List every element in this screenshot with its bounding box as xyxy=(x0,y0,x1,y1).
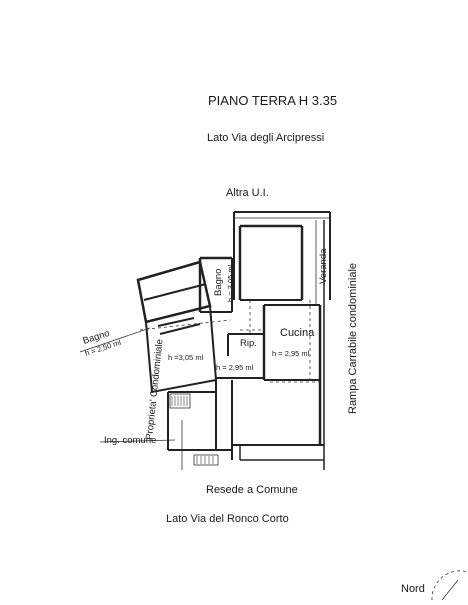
leader-lines xyxy=(79,327,176,443)
side-top-label: Lato Via degli Arcipressi xyxy=(207,132,324,144)
entrance-steps xyxy=(181,420,219,470)
building-outline xyxy=(136,211,331,470)
side-bottom-label: Lato Via del Ronco Corto xyxy=(166,513,289,525)
nord-label: Nord xyxy=(401,583,425,595)
stairs-hatch xyxy=(169,393,191,409)
veranda-label: Veranda xyxy=(318,248,329,284)
room-height-295: h = 2,95 ml xyxy=(216,363,254,372)
north-indicator: Nord xyxy=(401,570,468,601)
rampa-label: Rampa Carrabile condominiale xyxy=(347,263,359,414)
altra-ui-label: Altra U.I. xyxy=(226,187,269,199)
bagno-upper-height: h = 3,05 ml xyxy=(226,264,235,302)
room-height-305: h =3,05 ml xyxy=(168,353,204,362)
north-arc-icon xyxy=(431,570,468,601)
cucina-height: h = 2,95 ml xyxy=(272,349,310,358)
ing-comune-label: Ing. comune xyxy=(104,435,156,446)
dashed-lines xyxy=(139,300,320,383)
north-arrow-icon xyxy=(441,579,459,601)
plan-title: PIANO TERRA H 3.35 xyxy=(208,93,337,108)
bagno-upper-label: Bagno xyxy=(213,269,224,296)
resede-label: Resede a Comune xyxy=(206,484,298,496)
rip-label: Rip. xyxy=(240,338,257,349)
cucina-label: Cucina xyxy=(280,327,315,339)
